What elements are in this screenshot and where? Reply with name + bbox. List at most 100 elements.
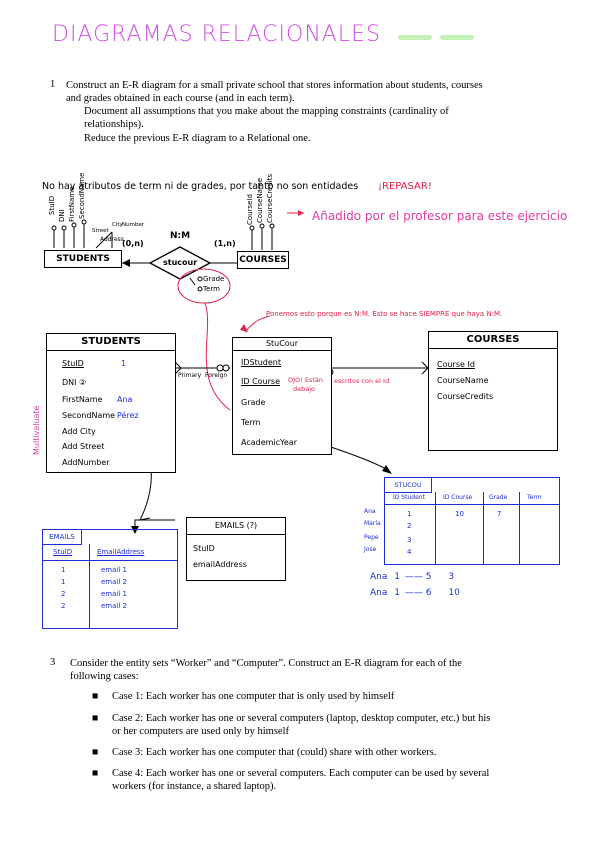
mapping-name: Ana bbox=[370, 588, 388, 598]
table-cell: email 2 bbox=[101, 602, 127, 610]
table-cell: 1 bbox=[407, 510, 412, 518]
sample-value: Ana bbox=[117, 395, 133, 404]
mapping-row: Ana 1 —— 5 3 bbox=[370, 572, 455, 582]
mapping-value: 6 bbox=[425, 588, 432, 598]
table-field: Course Id bbox=[437, 360, 475, 369]
attr-label: CourseName bbox=[256, 177, 264, 223]
attr-label: Number bbox=[122, 222, 145, 228]
attr-label: City bbox=[112, 222, 123, 228]
table-cell: 7 bbox=[497, 510, 502, 518]
question-text: Consider the entity sets “Worker” and “C… bbox=[70, 658, 462, 669]
students-entity: STUDENTS bbox=[44, 250, 122, 268]
table-title: COURSES bbox=[429, 332, 557, 349]
table-cell: 2 bbox=[61, 602, 66, 610]
table-field: SecondName bbox=[62, 411, 116, 420]
rel-attr-term: Term bbox=[203, 285, 220, 293]
cardinality-type: N:M bbox=[170, 231, 191, 241]
case-item: Case 2: Each worker has one or several c… bbox=[112, 713, 491, 724]
rel-attr-grade: Grade bbox=[203, 275, 225, 283]
table-field: AddNumber bbox=[62, 458, 110, 467]
page-title: DIAGRAMAS RELACIONALES bbox=[52, 22, 381, 47]
question-text: following cases: bbox=[70, 671, 139, 682]
mapping-name: Ana bbox=[370, 572, 388, 582]
mapping-value: 1 bbox=[394, 572, 400, 582]
table-field: IDStudent bbox=[241, 358, 282, 367]
table-field: emailAddress bbox=[193, 560, 247, 569]
attr-label: Address bbox=[100, 236, 124, 243]
mapping-value: 5 bbox=[425, 572, 432, 582]
table-field: StuID bbox=[193, 544, 215, 553]
table-title: EMAILS bbox=[43, 530, 82, 545]
case-item: Case 1: Each worker has one computer tha… bbox=[112, 691, 395, 702]
case-item: or her computers are used only by himsel… bbox=[112, 726, 289, 737]
courses-table: COURSES Course Id CourseName CourseCredi… bbox=[428, 331, 558, 451]
ojo-note: debajo bbox=[293, 385, 316, 393]
attr-label: SecondName bbox=[78, 172, 86, 219]
foreign-label: Foreign bbox=[205, 372, 228, 379]
table-cell: email 1 bbox=[101, 590, 127, 598]
row-name: María bbox=[364, 520, 381, 527]
table-title: STUDENTS bbox=[47, 334, 175, 351]
mapping-value: 10 bbox=[448, 588, 460, 598]
table-title: EMAILS (?) bbox=[187, 518, 285, 535]
bullet-marker: ■ bbox=[92, 691, 99, 702]
table-field: Term bbox=[241, 418, 261, 427]
bullet-marker: ■ bbox=[92, 747, 99, 758]
row-name: Ana bbox=[364, 508, 376, 515]
relation-label: stucour bbox=[163, 258, 198, 267]
table-cell: email 2 bbox=[101, 578, 127, 586]
table-field: CourseCredits bbox=[437, 392, 494, 401]
column-header: StuID bbox=[53, 548, 73, 556]
professor-note: Añadido por el profesor para este ejerci… bbox=[312, 209, 568, 223]
row-name: Jose bbox=[364, 546, 377, 553]
column-header: Grade bbox=[489, 494, 508, 501]
table-field: CourseName bbox=[437, 376, 489, 385]
cardinality-left: (0,n) bbox=[122, 239, 144, 248]
mapping-value: 1 bbox=[394, 588, 400, 598]
repasar-note: ¡REPASAR! bbox=[378, 181, 432, 192]
table-field: ID Course bbox=[241, 377, 280, 386]
ojo-note: OJO! Están bbox=[288, 376, 323, 384]
question-text: and grades obtained in each course (and … bbox=[66, 93, 295, 104]
attr-label: CourseId bbox=[246, 194, 254, 225]
attr-label: FirstName bbox=[68, 186, 76, 222]
sample-value: Pérez bbox=[117, 411, 139, 420]
table-field: StuID bbox=[62, 359, 84, 368]
row-name: Pepe bbox=[364, 534, 379, 541]
question-text: Document all assumptions that you make a… bbox=[84, 106, 449, 117]
table-title: STUCOU bbox=[385, 478, 432, 493]
multivaluate-note: Multivaluate bbox=[32, 405, 41, 455]
highlight-mark bbox=[440, 35, 474, 40]
case-item: workers (for instance, a shared laptop). bbox=[112, 781, 277, 792]
question-text: Reduce the previous E-R diagram to a Rel… bbox=[84, 133, 311, 144]
courses-entity: COURSES bbox=[237, 251, 289, 269]
table-cell: 10 bbox=[455, 510, 464, 518]
primary-label: Primary bbox=[178, 372, 202, 379]
table-title: StuCour bbox=[233, 338, 331, 351]
handwritten-note: No hay atributos de term ni de grades, p… bbox=[42, 181, 359, 192]
table-cell: email 1 bbox=[101, 566, 127, 574]
table-cell: 2 bbox=[407, 522, 412, 530]
case-item: Case 3: Each worker has one computer tha… bbox=[112, 747, 437, 758]
emails-relation-table: EMAILS (?) StuID emailAddress bbox=[186, 517, 286, 581]
bullet-marker: ■ bbox=[92, 768, 99, 779]
mapping-row: Ana 1 —— 6 10 bbox=[370, 588, 460, 598]
stucour-table: StuCour IDStudent ID Course Grade Term A… bbox=[232, 337, 332, 455]
attr-label: Street bbox=[92, 228, 109, 234]
sample-value: 1 bbox=[121, 359, 127, 368]
attr-label: DNI bbox=[58, 209, 66, 222]
table-field: Add City bbox=[62, 427, 96, 436]
nm-note: Ponemos esto porque es N:M. Esto se hace… bbox=[266, 310, 503, 318]
emails-table: EMAILS StuID EmailAddress 1 email 1 1 em… bbox=[42, 529, 178, 629]
bullet-marker: ■ bbox=[92, 713, 99, 724]
attr-label: StuID bbox=[48, 195, 56, 215]
table-cell: 3 bbox=[407, 536, 412, 544]
question-number: 1 bbox=[50, 79, 56, 90]
table-field: AcademicYear bbox=[241, 438, 297, 447]
highlight-mark bbox=[398, 35, 432, 40]
table-cell: 4 bbox=[407, 548, 412, 556]
column-header: ID Course bbox=[443, 494, 473, 501]
stucou-table: STUCOU ID Student ID Course Grade Term 1… bbox=[384, 477, 560, 565]
escritos-note: escritos con el Id bbox=[334, 377, 390, 385]
